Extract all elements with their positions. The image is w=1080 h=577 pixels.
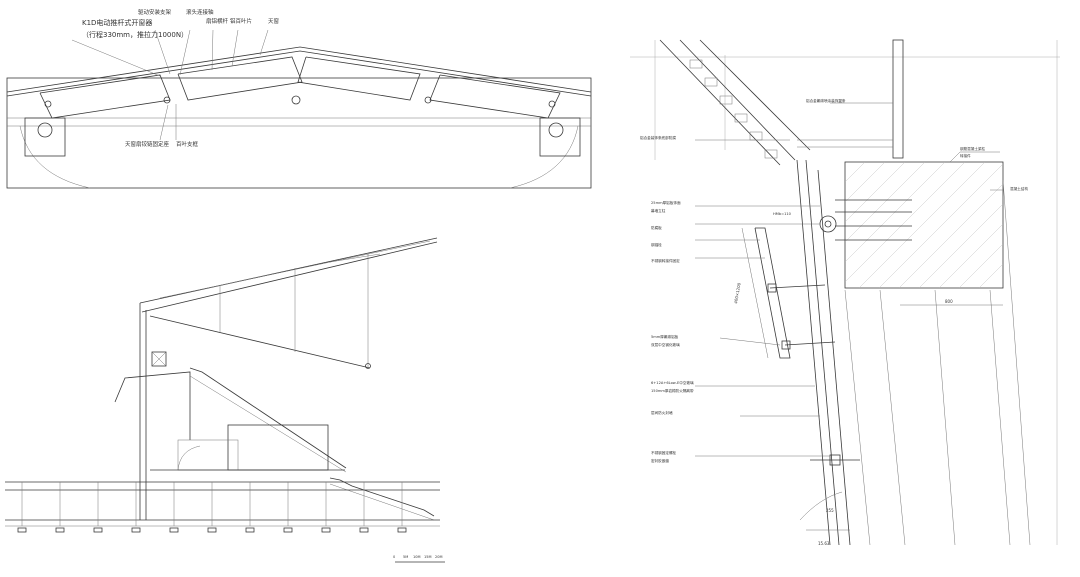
label-5mm-panel: 5mm厚氟碳铝板 xyxy=(651,334,679,339)
lower-tier-steps xyxy=(329,477,435,517)
label-sash-bar: 扇铝横杆 xyxy=(206,17,229,25)
scale-15: 15M xyxy=(424,555,431,559)
stadium-section: 0 5M 10M 15M 20M xyxy=(5,237,445,563)
label-trim-bottom: 铝合金装饰条底部防腐 xyxy=(640,135,676,140)
dim-400x1200: 400×1200 xyxy=(733,282,742,304)
roof-panel-left xyxy=(39,74,171,119)
canopy-top xyxy=(139,237,438,304)
scale-bar: 0 5M 10M 15M 20M xyxy=(393,555,445,563)
label-concrete: 混凝土结构 xyxy=(1010,186,1028,191)
label-hinge-seat: 天窗扇铰链固定座 xyxy=(125,140,170,148)
dim-255: 255 xyxy=(826,508,834,513)
label-double-glass: 双层中空钢化玻璃 xyxy=(651,342,680,347)
label-roller-shaft: 滚头连接轴 xyxy=(186,8,214,16)
facade-detail: 铝合金装饰条底部防腐 铝合金氟碳喷涂装饰翼条 钢筋混凝土梁柱 转接件 混凝土结构… xyxy=(630,39,1060,546)
label-trim-wing: 铝合金氟碳喷涂装饰翼条 xyxy=(806,98,846,103)
scale-5: 5M xyxy=(403,555,408,559)
basement-columns xyxy=(21,482,403,526)
label-actuator: K1D电动推杆式开窗器 xyxy=(82,18,152,27)
anchor-bolts xyxy=(835,199,912,241)
label-anchor: 钢锚栓 xyxy=(651,242,662,247)
label-rc-beam: 钢筋混凝土梁柱 xyxy=(960,146,986,151)
scale-10: 10M xyxy=(413,555,420,559)
roof-panel-mid-left xyxy=(177,56,303,101)
label-rockwool: 150mm厚岩棉防火隔离带 xyxy=(651,388,694,393)
label-skylight: 天窗 xyxy=(268,17,280,25)
roof-panel-mid-right xyxy=(297,56,421,101)
scale-20: 20M xyxy=(435,555,442,559)
label-mullion: 幕墙立柱 xyxy=(651,208,666,213)
label-ss-bolt: 不锈钢固定螺栓 xyxy=(651,450,677,455)
label-louver-frame: 百叶支框 xyxy=(176,140,199,148)
label-ss-adapter: 不锈钢转接件固定 xyxy=(651,258,680,263)
label-adapter: 转接件 xyxy=(960,153,971,158)
roof-ridge-outer-2 xyxy=(6,50,592,97)
roof-skylight-detail: K1D电动推杆式开窗器 （行程330mm，推拉力1000N） 驱动安装支架 滚头… xyxy=(6,8,592,189)
roof-detail-frame xyxy=(6,77,592,189)
label-drive-bracket: 驱动安装支架 xyxy=(138,8,172,16)
concrete-column-top xyxy=(892,39,904,159)
label-louver-blade: 铝百叶片 xyxy=(230,17,252,25)
label-sealant: 密封胶嵌缝 xyxy=(651,458,669,463)
label-anticorrosion: 防腐板 xyxy=(651,225,662,230)
label-lowe-glass: 6+12A+6Low-E中空玻璃 xyxy=(651,380,694,385)
dim-800: 800 xyxy=(945,299,953,304)
dim-angle: 15.63 xyxy=(818,541,830,546)
label-actuator-spec: （行程330mm，推拉力1000N） xyxy=(82,30,188,39)
canopy-bottom xyxy=(141,241,438,313)
concrete-beam xyxy=(844,161,1004,289)
label-hmb: HMb=110 xyxy=(773,212,792,216)
label-firestop: 层间防火封堵 xyxy=(651,410,673,415)
mullion-bracket xyxy=(754,227,791,359)
scale-0: 0 xyxy=(393,555,395,559)
roof-ridge-outer xyxy=(6,46,592,93)
upper-tier-steps xyxy=(189,367,347,469)
label-alu-panel: 25mm厚铝板饰面 xyxy=(651,200,681,205)
